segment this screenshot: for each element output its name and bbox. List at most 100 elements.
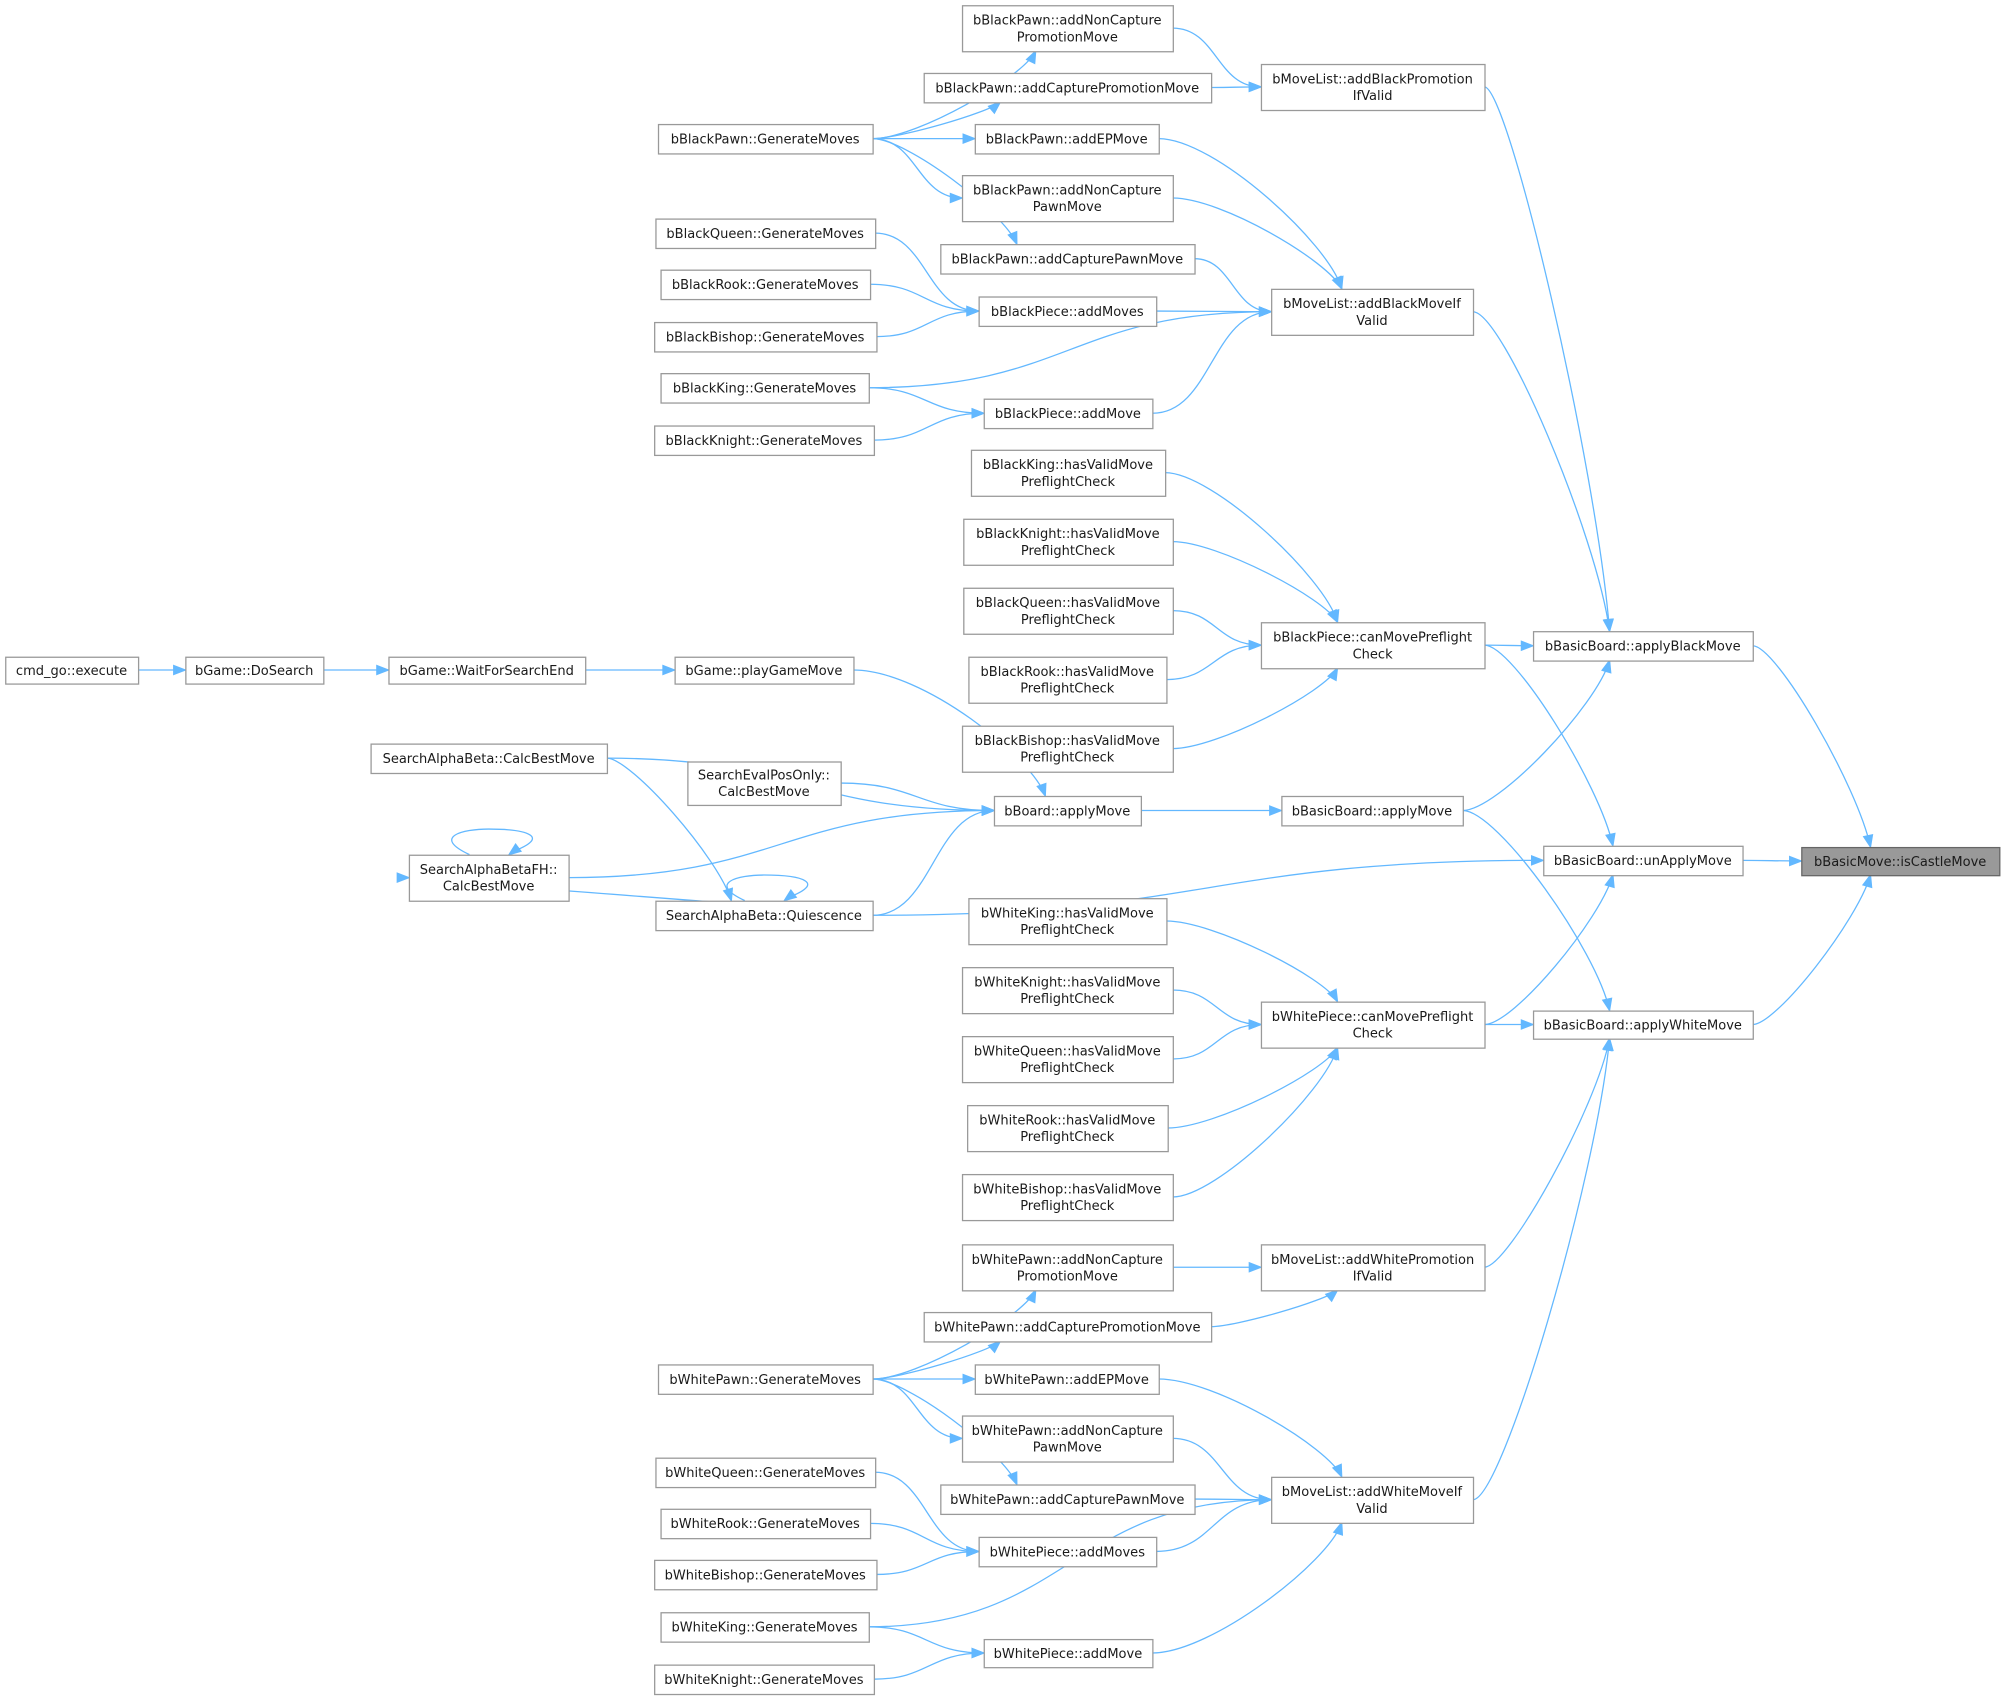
node-bbasicboard-applywhitemove[interactable]: bBasicBoard::applyWhiteMove: [1532, 1010, 1754, 1040]
arrowhead-icon: [1025, 49, 1037, 65]
node-searchevalposonly-calcbestmove[interactable]: SearchEvalPosOnly::CalcBestMove: [687, 761, 842, 807]
arrowhead-icon: [782, 888, 798, 902]
node-bwhiterook-generatemoves[interactable]: bWhiteRook::GenerateMoves: [660, 1508, 872, 1540]
arrowhead-icon: [1862, 833, 1874, 849]
node-bbasicboard-unapplymove[interactable]: bBasicBoard::unApplyMove: [1543, 845, 1744, 877]
node-bwhiteking-generatemoves[interactable]: bWhiteKing::GenerateMoves: [660, 1612, 870, 1643]
node-bblackrook-generatemoves[interactable]: bBlackRook::GenerateMoves: [660, 269, 872, 301]
node-label: bBlackQueen::hasValidMove: [976, 596, 1160, 611]
node-bwhitepawn-generatemoves[interactable]: bWhitePawn::GenerateMoves: [657, 1364, 874, 1395]
arrowhead-icon: [1007, 230, 1018, 246]
edge-n56-to-n55: [873, 1652, 984, 1680]
arrowhead-icon: [396, 872, 411, 884]
node-bwhiteknight-generatemoves[interactable]: bWhiteKnight::GenerateMoves: [654, 1664, 876, 1696]
edge-n40-to-n33: [1484, 874, 1614, 1026]
node-bwhitepiece-addmoves[interactable]: bWhitePiece::addMoves: [978, 1536, 1158, 1568]
node-bblackpiece-addmoves[interactable]: bBlackPiece::addMoves: [978, 296, 1158, 328]
node-bboard-applymove[interactable]: bBoard::applyMove: [993, 795, 1143, 827]
node-box: [923, 1311, 1213, 1343]
node-label: bBlackRook::hasValidMove: [981, 665, 1154, 680]
arrowhead-icon: [1520, 1019, 1535, 1030]
arrowhead-icon: [173, 664, 187, 676]
arrowhead-icon: [1248, 1019, 1263, 1030]
node-bblackpawn-generatemoves[interactable]: bBlackPawn::GenerateMoves: [657, 123, 874, 155]
node-label: bBlackPiece::addMoves: [991, 305, 1144, 320]
node-bwhitepawn-addcapturepawnmove[interactable]: bWhitePawn::addCapturePawnMove: [940, 1484, 1196, 1516]
arrowhead-icon: [1331, 1463, 1343, 1479]
node-bblackbishop-generatemoves[interactable]: bBlackBishop::GenerateMoves: [654, 321, 878, 353]
node-label: SearchAlphaBeta::Quiescence: [666, 909, 862, 924]
node-bgame-playgamemove[interactable]: bGame::playGameMove: [674, 656, 855, 685]
edge-n14-to-n12: [1152, 311, 1272, 414]
edge-n55-to-n53: [1152, 1522, 1343, 1654]
self-loop-edge: [726, 874, 809, 902]
node-bwhitebishop-generatemoves[interactable]: bWhiteBishop::GenerateMoves: [654, 1559, 878, 1591]
node-bgame-dosearch[interactable]: bGame::DoSearch: [185, 656, 325, 685]
node-searchalphabetafh-calcbestmove[interactable]: SearchAlphaBetaFH::CalcBestMove: [408, 854, 570, 902]
edge-n47-to-n53: [1172, 1437, 1272, 1501]
node-searchalphabeta-quiescence[interactable]: SearchAlphaBeta::Quiescence: [655, 900, 874, 932]
node-bblackknight-generatemoves[interactable]: bBlackKnight::GenerateMoves: [654, 425, 876, 457]
node-bwhitepawn-addepmove[interactable]: bWhitePawn::addEPMove: [974, 1364, 1160, 1395]
arrowhead-icon: [1258, 306, 1273, 318]
node-box: [970, 449, 1167, 497]
node-searchalphabeta-calcbestmove[interactable]: SearchAlphaBeta::CalcBestMove: [370, 743, 609, 775]
node-label: bWhiteKing::hasValidMove: [981, 907, 1154, 922]
node-bblackqueen-generatemoves[interactable]: bBlackQueen::GenerateMoves: [655, 218, 877, 250]
node-bwhitepiece-addmove[interactable]: bWhitePiece::addMove: [983, 1638, 1154, 1669]
node-box: [968, 898, 1168, 946]
node-cmd-go-execute[interactable]: cmd_go::execute: [5, 656, 140, 685]
node-bwhitepawn-addcapturepromotionmove[interactable]: bWhitePawn::addCapturePromotionMove: [923, 1311, 1213, 1343]
node-bbasicboard-applyblackmove[interactable]: bBasicBoard::applyBlackMove: [1532, 631, 1754, 662]
node-label: PreflightCheck: [1021, 475, 1116, 490]
node-box: [674, 656, 855, 685]
node-label: bWhiteKnight::GenerateMoves: [664, 1673, 864, 1688]
node-box: [185, 656, 325, 685]
edge-n28-to-n29: [840, 782, 994, 812]
node-bgame-waitforsearchend[interactable]: bGame::WaitForSearchEnd: [388, 656, 587, 685]
node-box: [660, 373, 870, 404]
node-bwhitequeen-generatemoves[interactable]: bWhiteQueen::GenerateMoves: [655, 1457, 877, 1489]
edge-n13-to-n14: [868, 387, 984, 414]
node-bblackking-generatemoves[interactable]: bBlackKing::GenerateMoves: [660, 373, 870, 404]
node-label: Check: [1353, 647, 1394, 662]
node-label: bWhitePiece::addMoves: [990, 1545, 1146, 1560]
node-bblackpawn-addcapturepromotionmove[interactable]: bBlackPawn::addCapturePromotionMove: [923, 72, 1213, 104]
node-bblackpiece-addmove[interactable]: bBlackPiece::addMove: [983, 398, 1154, 430]
node-bbasicmove-iscastlemove[interactable]: bBasicMove::isCastleMove: [1801, 846, 2001, 877]
node-box: [654, 1559, 878, 1591]
node-bbasicboard-applymove[interactable]: bBasicBoard::applyMove: [1281, 795, 1464, 827]
node-label: PreflightCheck: [1020, 1199, 1115, 1214]
node-label: bBasicMove::isCastleMove: [1814, 855, 1986, 870]
node-bblackpawn-addcapturepawnmove[interactable]: bBlackPawn::addCapturePawnMove: [940, 244, 1196, 275]
node-bblackpawn-addepmove[interactable]: bBlackPawn::addEPMove: [974, 123, 1160, 155]
edge-n26-to-n29: [853, 669, 1046, 797]
node-label: SearchAlphaBeta::CalcBestMove: [383, 752, 595, 767]
node-label: PreflightCheck: [1020, 992, 1115, 1007]
node-box: [1543, 845, 1744, 877]
edge-n10-to-n11: [876, 310, 979, 338]
edge-n19-to-n21: [1166, 644, 1261, 681]
node-box: [370, 743, 609, 775]
node-box: [961, 1244, 1174, 1292]
